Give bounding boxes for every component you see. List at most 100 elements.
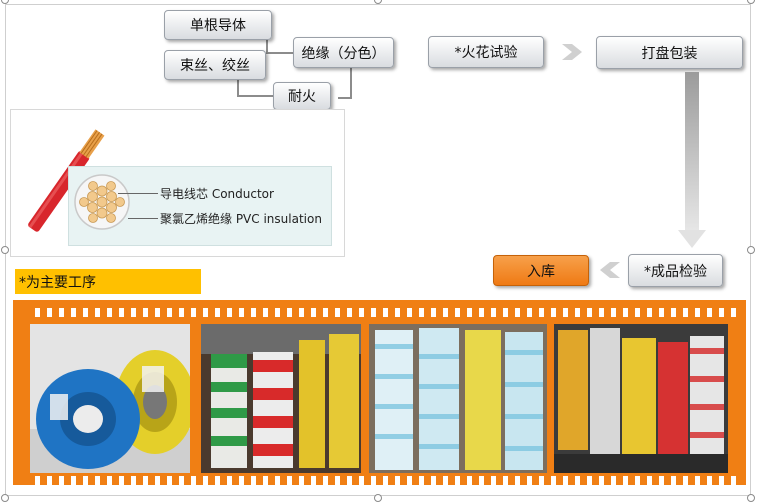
- film-hole: [71, 308, 76, 317]
- resize-handle[interactable]: [747, 246, 755, 254]
- film-hole: [539, 476, 544, 485]
- film-hole: [407, 476, 412, 485]
- film-hole: [239, 308, 244, 317]
- film-hole: [647, 476, 652, 485]
- film-hole: [119, 476, 124, 485]
- film-hole: [107, 476, 112, 485]
- film-hole: [251, 308, 256, 317]
- resize-handle[interactable]: [1, 494, 9, 502]
- chevron-right-icon: [560, 42, 584, 62]
- film-hole: [275, 308, 280, 317]
- film-hole: [599, 476, 604, 485]
- film-hole: [155, 476, 160, 485]
- film-hole: [119, 308, 124, 317]
- single-conductor-step: 单根导体: [164, 10, 272, 40]
- connector-line: [338, 97, 352, 99]
- leader-line: [128, 218, 158, 219]
- connector-line: [266, 52, 294, 54]
- film-hole: [83, 476, 88, 485]
- film-hole: [503, 308, 508, 317]
- film-hole: [527, 476, 532, 485]
- film-hole: [503, 476, 508, 485]
- chevron-left-icon: [598, 260, 622, 280]
- film-hole: [359, 476, 364, 485]
- film-hole: [551, 308, 556, 317]
- film-hole: [647, 308, 652, 317]
- film-hole: [575, 476, 580, 485]
- warehousing-step: 入库: [493, 255, 589, 286]
- film-hole: [95, 308, 100, 317]
- film-hole: [527, 308, 532, 317]
- film-hole: [107, 308, 112, 317]
- film-hole: [323, 476, 328, 485]
- film-hole: [299, 308, 304, 317]
- film-hole: [515, 308, 520, 317]
- film-hole: [719, 476, 724, 485]
- film-hole: [563, 476, 568, 485]
- film-perforation-top: [13, 308, 746, 318]
- film-hole: [227, 476, 232, 485]
- film-hole: [671, 476, 676, 485]
- light-blue-and-yellow-wire-stacks-photo: [369, 324, 547, 473]
- film-hole: [395, 308, 400, 317]
- film-hole: [275, 476, 280, 485]
- film-hole: [227, 308, 232, 317]
- film-hole: [359, 308, 364, 317]
- film-hole: [659, 308, 664, 317]
- film-hole: [623, 308, 628, 317]
- film-hole: [191, 308, 196, 317]
- film-hole: [383, 476, 388, 485]
- film-hole: [203, 476, 208, 485]
- film-hole: [419, 308, 424, 317]
- film-hole: [455, 476, 460, 485]
- film-hole: [395, 476, 400, 485]
- bundle-twist-step: 束丝、绞丝: [164, 50, 266, 80]
- film-hole: [371, 476, 376, 485]
- film-hole: [179, 476, 184, 485]
- spark-test-step: *火花试验: [428, 36, 544, 68]
- down-arrow-icon: [676, 72, 708, 250]
- film-hole: [287, 308, 292, 317]
- resize-handle[interactable]: [1, 246, 9, 254]
- film-hole: [59, 476, 64, 485]
- film-hole: [491, 308, 496, 317]
- insulation-label: 聚氯乙烯绝缘 PVC insulation: [160, 210, 322, 227]
- film-hole: [599, 308, 604, 317]
- film-hole: [419, 476, 424, 485]
- film-hole: [347, 308, 352, 317]
- film-hole: [467, 476, 472, 485]
- film-hole: [311, 476, 316, 485]
- film-hole: [671, 308, 676, 317]
- film-hole: [719, 308, 724, 317]
- film-hole: [407, 308, 412, 317]
- film-hole: [479, 308, 484, 317]
- connector-line: [237, 80, 239, 96]
- film-hole: [587, 476, 592, 485]
- resize-handle[interactable]: [747, 494, 755, 502]
- film-hole: [131, 308, 136, 317]
- resize-handle[interactable]: [374, 494, 382, 502]
- film-hole: [443, 476, 448, 485]
- film-hole: [683, 308, 688, 317]
- film-hole: [143, 476, 148, 485]
- film-hole: [731, 308, 736, 317]
- film-hole: [191, 476, 196, 485]
- film-hole: [215, 476, 220, 485]
- film-hole: [203, 308, 208, 317]
- film-hole: [263, 476, 268, 485]
- film-perforation-bottom: [13, 476, 746, 486]
- film-hole: [35, 476, 40, 485]
- film-hole: [575, 308, 580, 317]
- film-hole: [491, 476, 496, 485]
- film-hole: [635, 308, 640, 317]
- film-hole: [179, 308, 184, 317]
- film-hole: [335, 476, 340, 485]
- film-hole: [323, 308, 328, 317]
- film-hole: [371, 308, 376, 317]
- film-hole: [167, 476, 172, 485]
- film-hole: [635, 476, 640, 485]
- coil-pack-step: 打盘包装: [596, 36, 743, 69]
- resize-handle[interactable]: [747, 0, 755, 4]
- film-hole: [551, 476, 556, 485]
- film-hole: [83, 308, 88, 317]
